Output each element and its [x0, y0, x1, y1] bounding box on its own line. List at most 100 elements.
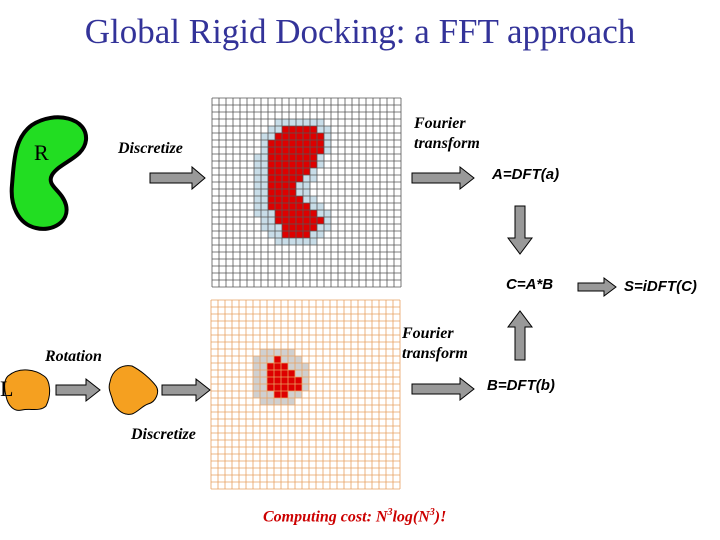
grid-cell-surface	[260, 377, 267, 384]
grid-cell-surface	[261, 189, 268, 196]
grid-cell-surface	[253, 356, 260, 363]
grid-cell-interior	[289, 182, 296, 189]
grid-cell-surface	[296, 119, 303, 126]
grid-cell-interior	[275, 175, 282, 182]
grid-cell-interior	[289, 217, 296, 224]
grid-cell-interior	[310, 161, 317, 168]
ligand-grid	[210, 299, 401, 490]
grid-cell-interior	[267, 370, 274, 377]
grid-cell-interior	[282, 210, 289, 217]
grid-cell-interior	[275, 140, 282, 147]
grid-cell-interior	[268, 147, 275, 154]
grid-cell-interior	[303, 217, 310, 224]
grid-cell-interior	[282, 175, 289, 182]
grid-cell-interior	[282, 217, 289, 224]
grid-cell-surface	[260, 391, 267, 398]
grid-cell-surface	[268, 210, 275, 217]
grid-cell-surface	[261, 140, 268, 147]
grid-cell-surface	[274, 349, 281, 356]
grid-cell-surface	[317, 126, 324, 133]
grid-cell-surface	[324, 126, 331, 133]
grid-cell-interior	[275, 147, 282, 154]
grid-cell-interior	[268, 161, 275, 168]
cost-exponent-2: 3	[429, 507, 435, 518]
cost-middle: log(N	[392, 508, 430, 526]
grid-cell-interior	[282, 203, 289, 210]
grid-cell-interior	[281, 370, 288, 377]
grid-cell-interior	[296, 140, 303, 147]
grid-cell-surface	[254, 168, 261, 175]
grid-cell-interior	[317, 147, 324, 154]
grid-cell-surface	[310, 196, 317, 203]
grid-cell-interior	[288, 384, 295, 391]
grid-cell-surface	[274, 398, 281, 405]
grid-cell-interior	[275, 161, 282, 168]
grid-cell-surface	[302, 370, 309, 377]
grid-cell-interior	[296, 161, 303, 168]
grid-cell-interior	[296, 224, 303, 231]
grid-cell-surface	[303, 175, 310, 182]
grid-cell-interior	[303, 154, 310, 161]
grid-cell-surface	[261, 133, 268, 140]
grid-cell-interior	[282, 189, 289, 196]
grid-cell-interior	[274, 356, 281, 363]
grid-cell-interior	[303, 224, 310, 231]
grid-cell-surface	[310, 238, 317, 245]
grid-cell-surface	[289, 119, 296, 126]
grid-cell-surface	[254, 189, 261, 196]
fourier-bottom-label: Fourier transform	[402, 324, 468, 364]
grid-background	[211, 300, 400, 489]
cost-prefix: Computing cost: N	[263, 508, 388, 526]
grid-cell-interior	[267, 384, 274, 391]
grid-cell-surface	[296, 182, 303, 189]
discretize-bottom-label: Discretize	[131, 426, 196, 443]
grid-cell-surface	[303, 189, 310, 196]
arrow-up-to-c	[507, 310, 533, 361]
grid-cell-interior	[288, 377, 295, 384]
grid-cell-interior	[296, 175, 303, 182]
grid-cell-surface	[317, 161, 324, 168]
receptor-shape	[9, 115, 89, 231]
grid-cell-surface	[275, 238, 282, 245]
grid-cell-surface	[275, 126, 282, 133]
grid-cell-surface	[268, 133, 275, 140]
grid-cell-surface	[260, 370, 267, 377]
grid-cell-surface	[281, 356, 288, 363]
grid-cell-interior	[282, 231, 289, 238]
grid-cell-surface	[288, 363, 295, 370]
grid-cell-surface	[261, 182, 268, 189]
grid-cell-surface	[275, 231, 282, 238]
grid-cell-surface	[288, 398, 295, 405]
grid-cell-interior	[268, 175, 275, 182]
grid-cell-surface	[261, 147, 268, 154]
grid-cell-interior	[295, 384, 302, 391]
grid-cell-interior	[268, 203, 275, 210]
arrow-down-to-c	[507, 205, 533, 255]
grid-cell-surface	[254, 196, 261, 203]
grid-cell-surface	[261, 196, 268, 203]
grid-cell-interior	[310, 126, 317, 133]
grid-cell-surface	[275, 224, 282, 231]
grid-cell-interior	[275, 189, 282, 196]
grid-cell-interior	[282, 147, 289, 154]
grid-cell-surface	[295, 391, 302, 398]
arrow-to-s	[577, 277, 617, 297]
ligand-label: L	[0, 376, 14, 401]
arrow-discretize-top	[149, 165, 206, 191]
grid-cell-interior	[268, 154, 275, 161]
grid-cell-interior	[289, 154, 296, 161]
grid-cell-interior	[281, 391, 288, 398]
grid-cell-surface	[261, 168, 268, 175]
grid-cell-interior	[268, 182, 275, 189]
grid-cell-surface	[295, 363, 302, 370]
grid-cell-interior	[289, 210, 296, 217]
grid-cell-surface	[295, 370, 302, 377]
grid-cell-surface	[267, 349, 274, 356]
grid-cell-interior	[288, 370, 295, 377]
grid-cell-surface	[324, 147, 331, 154]
grid-cell-interior	[310, 154, 317, 161]
grid-cell-interior	[289, 196, 296, 203]
arrow-rotation	[55, 377, 101, 403]
grid-cell-interior	[274, 363, 281, 370]
grid-cell-interior	[303, 168, 310, 175]
